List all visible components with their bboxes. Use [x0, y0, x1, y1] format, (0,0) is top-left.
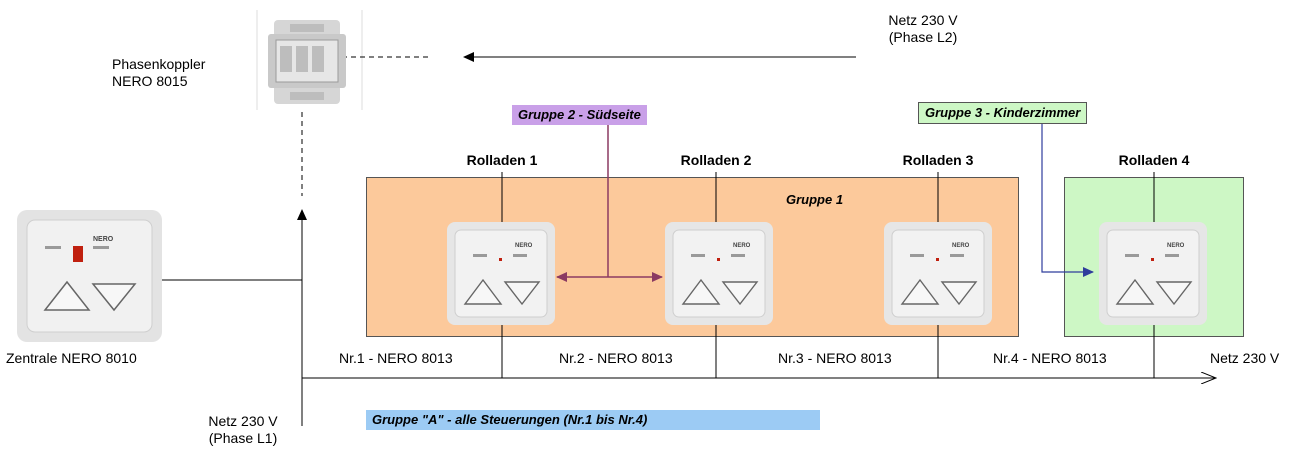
group3-arrow — [1041, 124, 1094, 277]
phase-coupler-line2: NERO 8015 — [112, 73, 188, 89]
central-unit-device: NERO — [17, 210, 162, 342]
group3-label: Gruppe 3 - Kinderzimmer — [918, 102, 1088, 124]
phase-coupler-label: Phasenkoppler NERO 8015 — [112, 56, 205, 90]
shutter-1-brand-text: NERO — [515, 243, 533, 249]
group1-label: Gruppe 1 — [786, 192, 844, 207]
shutter-4-title: Rolladen 4 — [1118, 152, 1190, 168]
shutter-2-id: Nr.2 - NERO 8013 — [559, 350, 673, 366]
shutter-1-title: Rolladen 1 — [466, 152, 538, 168]
supply-bottom-line2: (Phase L1) — [208, 430, 278, 446]
supply-bottom-label: Netz 230 V (Phase L1) — [193, 413, 293, 447]
phase-coupler-device — [268, 20, 346, 104]
shutter-4-id: Nr.4 - NERO 8013 — [993, 350, 1107, 366]
group2-label: Gruppe 2 - Südseite — [512, 105, 647, 125]
supply-top-line2: (Phase L2) — [888, 29, 958, 45]
central-brand-text: NERO — [93, 236, 114, 243]
shutter-device-1: NERO — [447, 222, 555, 325]
supply-top-label: Netz 230 V (Phase L2) — [873, 12, 973, 46]
central-unit-label: Zentrale NERO 8010 — [6, 350, 137, 366]
shutter-device-2: NERO — [665, 222, 773, 325]
shutter-1-id: Nr.1 - NERO 8013 — [339, 350, 453, 366]
shutter-2-brand-text: NERO — [733, 243, 751, 249]
shutter-4-brand-text: NERO — [1167, 243, 1185, 249]
shutter-2-title: Rolladen 2 — [680, 152, 752, 168]
shutter-3-title: Rolladen 3 — [902, 152, 974, 168]
shutter-3-id: Nr.3 - NERO 8013 — [778, 350, 892, 366]
shutter-device-3: NERO — [884, 222, 992, 325]
supply-top-line1: Netz 230 V — [888, 12, 958, 28]
supply-bottom-line1: Netz 230 V — [208, 413, 278, 429]
phase-coupler-line1: Phasenkoppler — [112, 56, 206, 72]
shutter-3-brand-text: NERO — [952, 243, 970, 249]
shutter-device-4: NERO — [1099, 222, 1207, 325]
group-a-label: Gruppe "A" - alle Steuerungen (Nr.1 bis … — [366, 410, 820, 430]
net-right-label: Netz 230 V — [1210, 350, 1280, 366]
